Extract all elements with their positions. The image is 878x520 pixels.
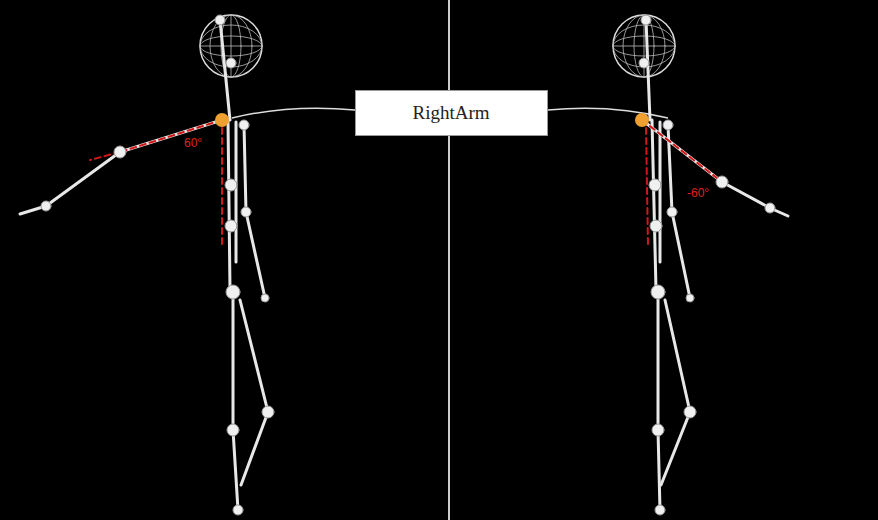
leader-line [232,108,355,118]
box-label: RightArm [412,102,489,124]
angle-label: -60° [686,186,710,200]
right-skeleton [613,15,788,515]
label-box: RightArm [355,90,548,136]
left-skeleton [20,15,274,515]
panel-divider [448,0,450,520]
angle-label: 60° [183,136,203,150]
